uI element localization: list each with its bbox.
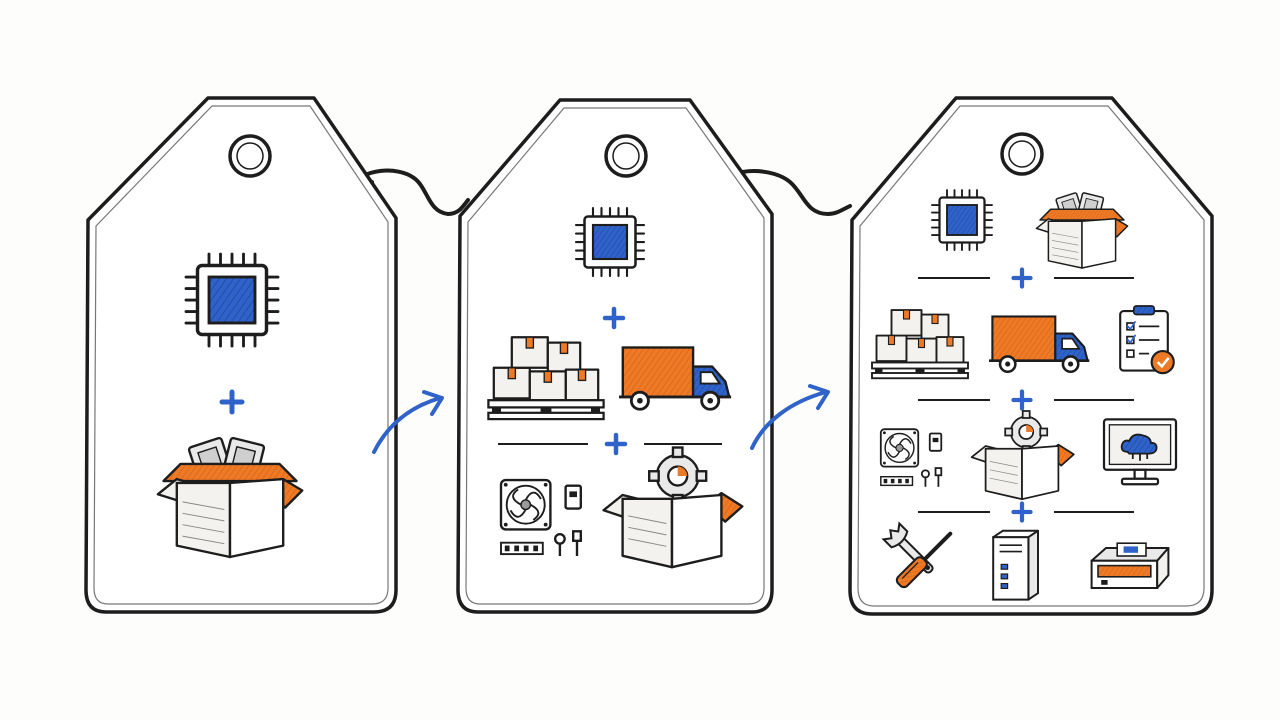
chip-icon xyxy=(930,188,994,252)
tag-2-hole xyxy=(604,134,648,178)
divider xyxy=(918,392,1134,409)
tag-1-outline xyxy=(84,96,398,614)
divider xyxy=(918,270,1134,287)
chip-icon xyxy=(574,206,646,278)
string-2-3 xyxy=(720,169,852,217)
arrow-right-icon xyxy=(372,390,444,454)
divider xyxy=(498,435,722,453)
tag-2 xyxy=(456,98,774,614)
divider xyxy=(918,504,1134,521)
arrow-right-icon xyxy=(750,384,830,450)
tag-3-hole xyxy=(1000,132,1044,176)
string-1-2 xyxy=(350,168,470,217)
server-tower-icon xyxy=(992,529,1040,601)
tag-1 xyxy=(84,96,398,614)
tag-3 xyxy=(848,96,1214,616)
tag-2-outline xyxy=(456,98,774,614)
tag-1-hole xyxy=(228,134,272,178)
checklist-icon xyxy=(1118,304,1176,375)
circuit-tray-icon xyxy=(1090,542,1170,590)
chip-icon xyxy=(184,252,280,348)
